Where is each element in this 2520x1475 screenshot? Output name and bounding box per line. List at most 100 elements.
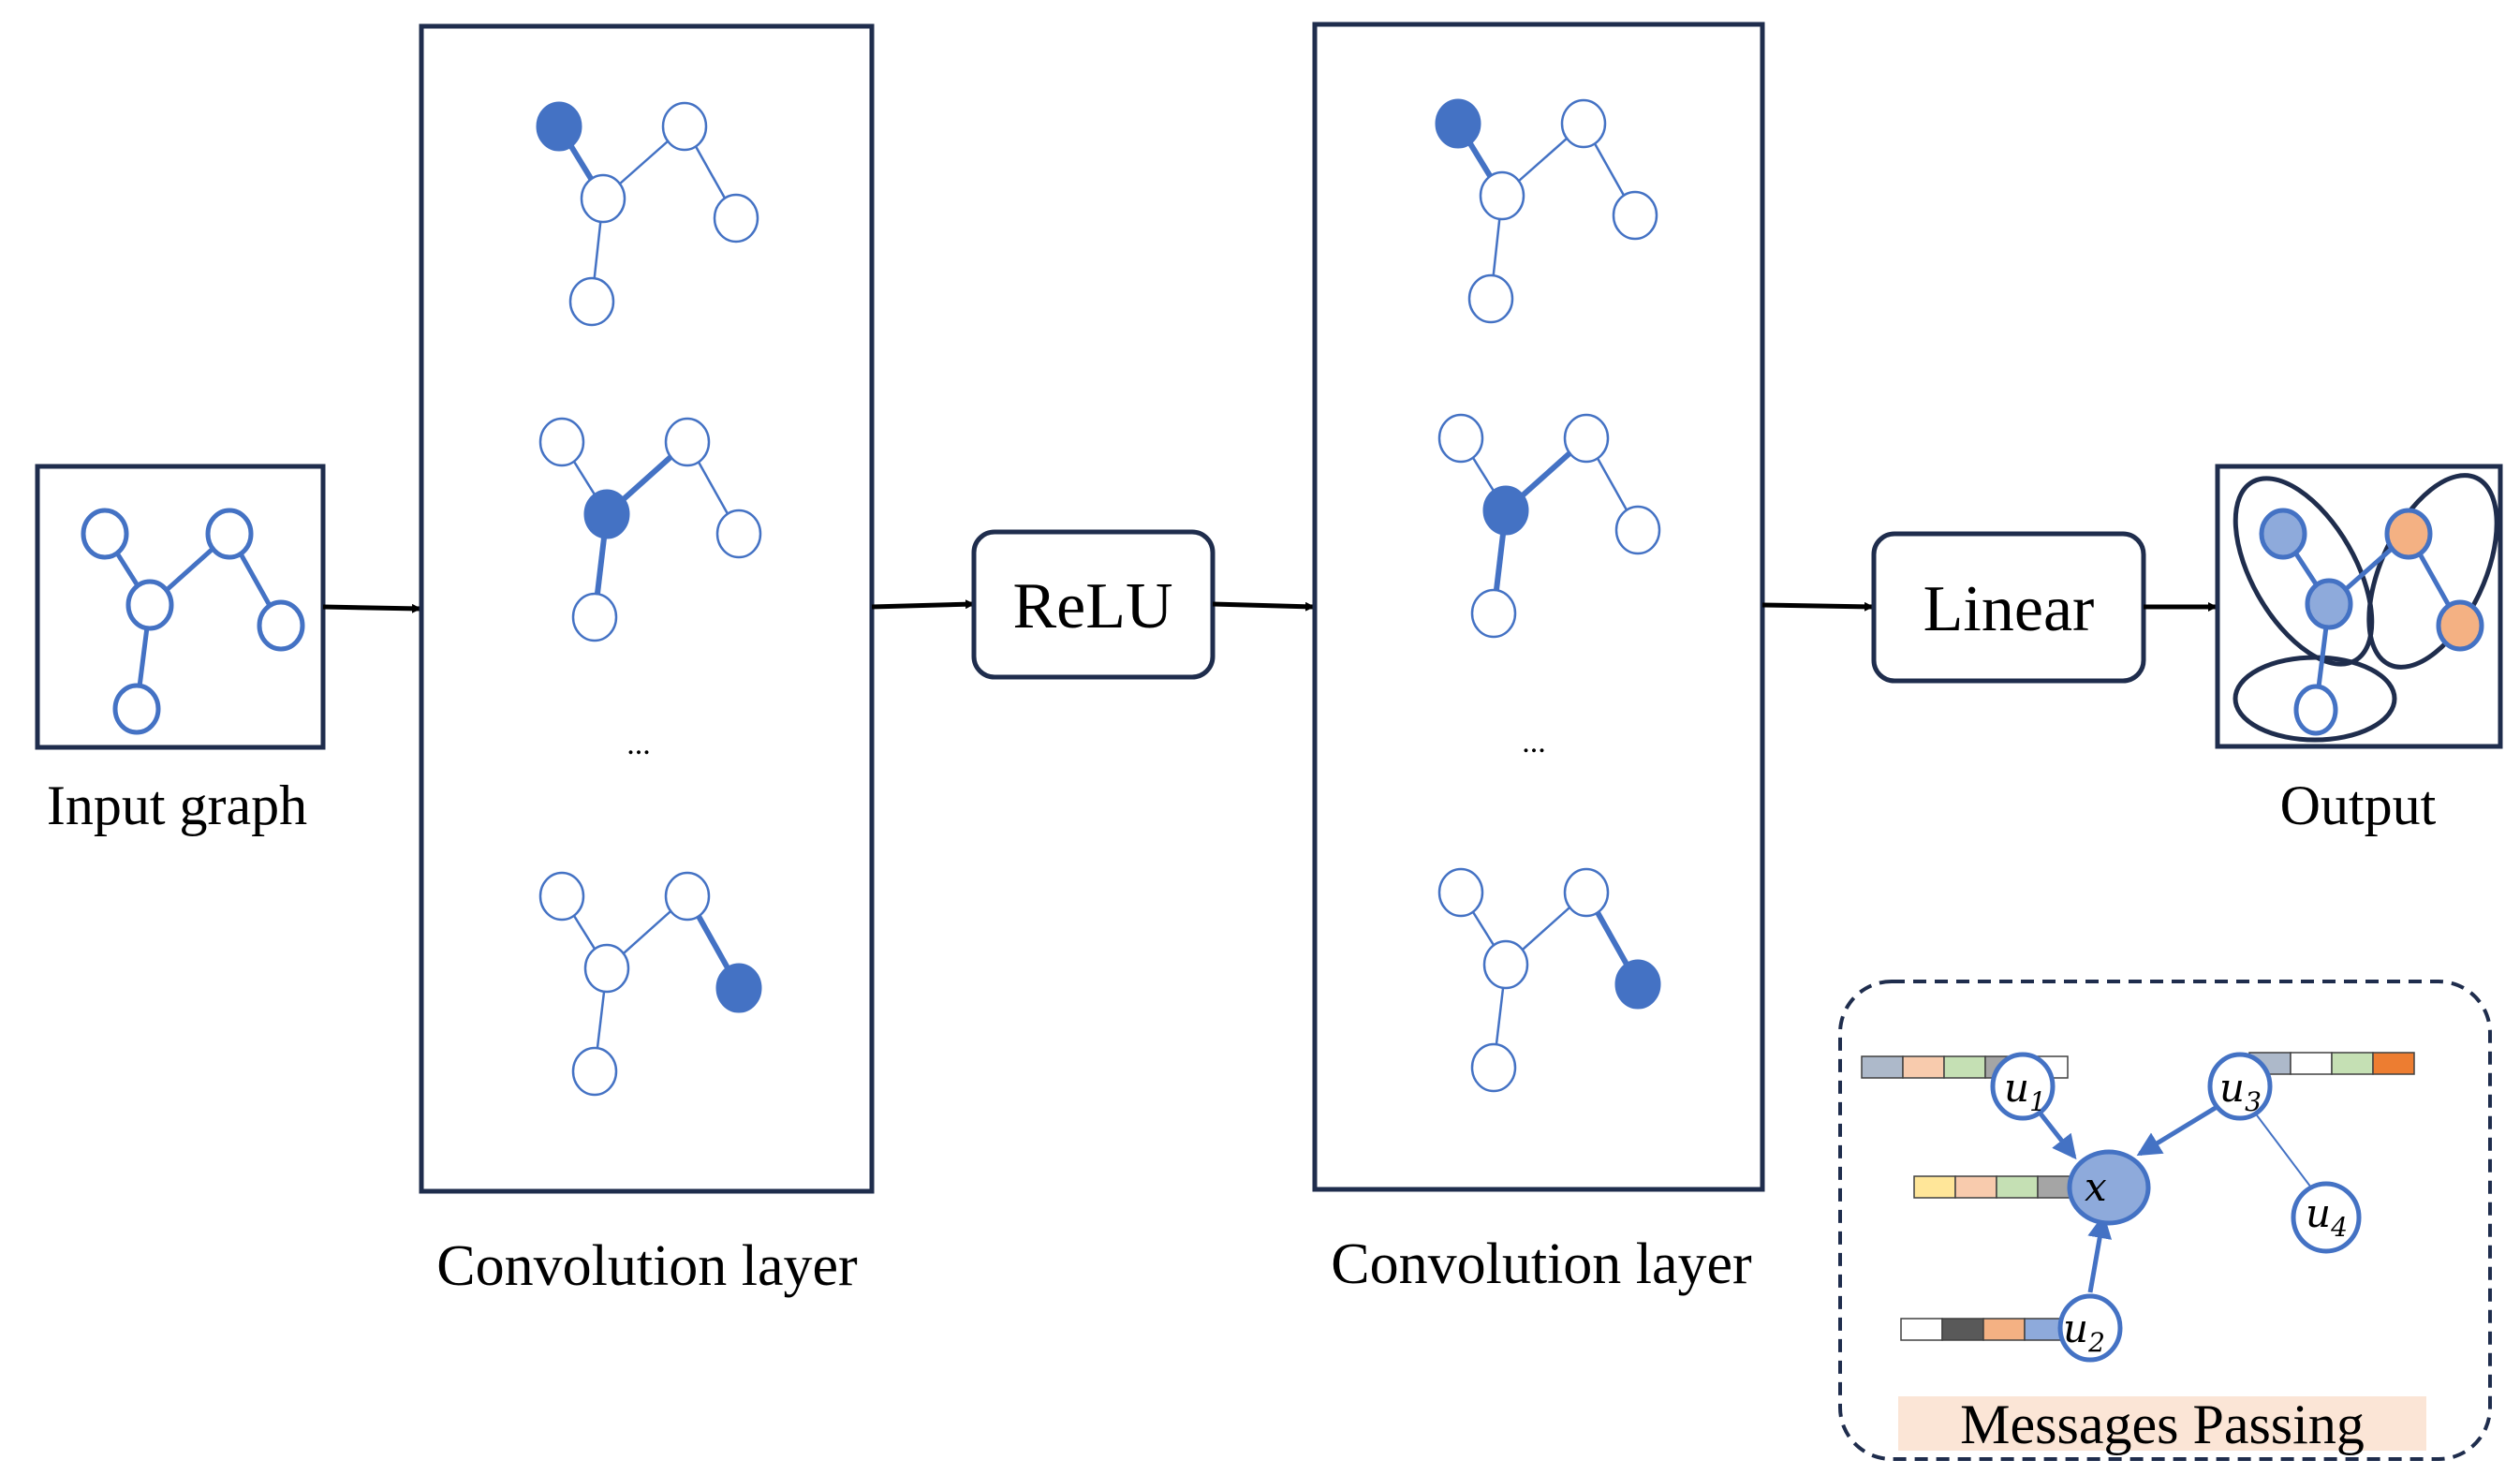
conv-layer-1-panel: ... Convolution layer — [419, 23, 875, 1298]
ellipsis-text: ... — [1522, 725, 1546, 760]
feature-vector-u3 — [2248, 1052, 2415, 1075]
graph-node — [571, 1046, 618, 1097]
cluster-ellipse — [2366, 473, 2499, 670]
vector-cell — [1954, 1175, 1997, 1199]
graph-node-highlighted — [536, 101, 582, 152]
graph-node — [1614, 505, 1661, 555]
graph-node — [664, 417, 711, 467]
graph-node — [580, 173, 626, 224]
node-label-u2: u2 — [2063, 1305, 2105, 1358]
graph-node-cluster-orange — [2384, 508, 2433, 560]
graph-node — [1560, 98, 1607, 149]
feature-vector-x — [1913, 1175, 2080, 1199]
conv-subgraph — [536, 101, 759, 327]
vector-cell — [1913, 1175, 1956, 1199]
graph-node — [715, 509, 762, 559]
conv-layer-label: Convolution layer — [436, 1234, 858, 1298]
graph-node — [257, 599, 305, 652]
vector-cell — [1943, 1055, 1986, 1079]
graph-node — [1563, 867, 1610, 918]
graph-node — [1479, 170, 1525, 221]
relu-block: ReLU — [971, 529, 1216, 680]
graph-node-cluster-blue — [2259, 508, 2307, 560]
center-node-x — [2067, 1149, 2151, 1226]
linear-block: Linear — [1871, 531, 2146, 684]
graph-node — [1563, 413, 1610, 464]
caption-highlight — [1898, 1396, 2426, 1451]
flow-arrow — [871, 599, 975, 610]
graph-node — [1437, 867, 1484, 918]
graph-node — [1470, 588, 1517, 639]
conv-layer-frame — [419, 23, 875, 1194]
conv-layer-frame — [1312, 22, 1765, 1192]
graph-node-highlighted — [715, 963, 762, 1013]
graph-node — [661, 101, 708, 152]
node-label-u1: u1 — [2004, 1065, 2046, 1117]
ellipsis-text: ... — [626, 727, 651, 761]
flow-arrow — [1212, 601, 1315, 612]
graph-node — [1612, 190, 1658, 241]
linear-label: Linear — [1923, 573, 2095, 645]
cluster-ellipse — [2233, 476, 2375, 667]
flow-arrow — [322, 603, 421, 613]
graph-node-highlighted — [583, 489, 630, 539]
conv-layer-2-panel: ... Convolution layer — [1312, 22, 1765, 1296]
graph-node-cluster-orange — [2436, 599, 2484, 652]
message-arrow — [2087, 1214, 2113, 1293]
cluster-ellipse — [2233, 655, 2397, 743]
graph-node — [1437, 413, 1484, 464]
graph-node — [205, 508, 254, 560]
vector-cell — [1996, 1175, 2039, 1199]
graph-node-highlighted — [1614, 959, 1661, 1010]
flow-arrow — [1761, 601, 1874, 612]
graph-node — [125, 579, 174, 631]
graph-node — [568, 276, 615, 327]
vector-cell — [1982, 1318, 2026, 1341]
neighbor-node-u4 — [2291, 1181, 2362, 1254]
graph-node — [538, 417, 585, 467]
conv-subgraph — [538, 417, 762, 642]
conv-subgraph — [538, 871, 762, 1097]
output-panel: Output — [2215, 464, 2503, 836]
node-label-x: x — [2085, 1164, 2107, 1210]
vector-cell — [1900, 1318, 1943, 1341]
node-label-u4: u4 — [2306, 1190, 2348, 1243]
vector-cell — [2290, 1052, 2333, 1075]
input-graph-panel: Input graph — [35, 464, 326, 836]
conv-subgraph — [1435, 98, 1658, 324]
output-label: Output — [2280, 774, 2437, 836]
graph-node-highlighted — [1482, 485, 1529, 536]
vector-cell — [1902, 1055, 1945, 1079]
graph-node — [571, 592, 618, 642]
graph-node — [2293, 684, 2338, 736]
graph-node — [583, 943, 630, 994]
message-passing-label: Messages Passing — [1960, 1394, 2365, 1455]
graph-node — [112, 683, 161, 735]
graph-node-cluster-blue — [2305, 578, 2353, 630]
graph-node — [81, 508, 129, 560]
graph-node — [1482, 939, 1529, 990]
graph-node-highlighted — [1435, 98, 1481, 149]
vector-cell — [1861, 1055, 1904, 1079]
message-passing-inset: u1 u3 u2 u4 x Messages Passing — [1838, 980, 2492, 1461]
neighbor-node-u3 — [2207, 1052, 2273, 1121]
graph-node — [1470, 1042, 1517, 1093]
vector-cell — [2372, 1052, 2415, 1075]
vector-cell — [1941, 1318, 1984, 1341]
feature-vector-u2 — [1900, 1318, 2067, 1341]
graph-node — [713, 193, 759, 243]
input-graph-nodes — [81, 508, 305, 735]
neighbor-node-u2 — [2057, 1293, 2123, 1363]
conv-subgraph — [1437, 867, 1661, 1093]
neighbor-node-u1 — [1990, 1052, 2056, 1121]
conv-layer-label: Convolution layer — [1331, 1232, 1752, 1296]
vector-cell — [2331, 1052, 2374, 1075]
graph-node — [1467, 273, 1514, 324]
conv-subgraph — [1437, 413, 1661, 639]
input-graph-label: Input graph — [47, 774, 307, 836]
relu-label: ReLU — [1012, 570, 1172, 642]
node-label-u3: u3 — [2219, 1065, 2262, 1117]
graph-node — [538, 871, 585, 922]
graph-node — [664, 871, 711, 922]
